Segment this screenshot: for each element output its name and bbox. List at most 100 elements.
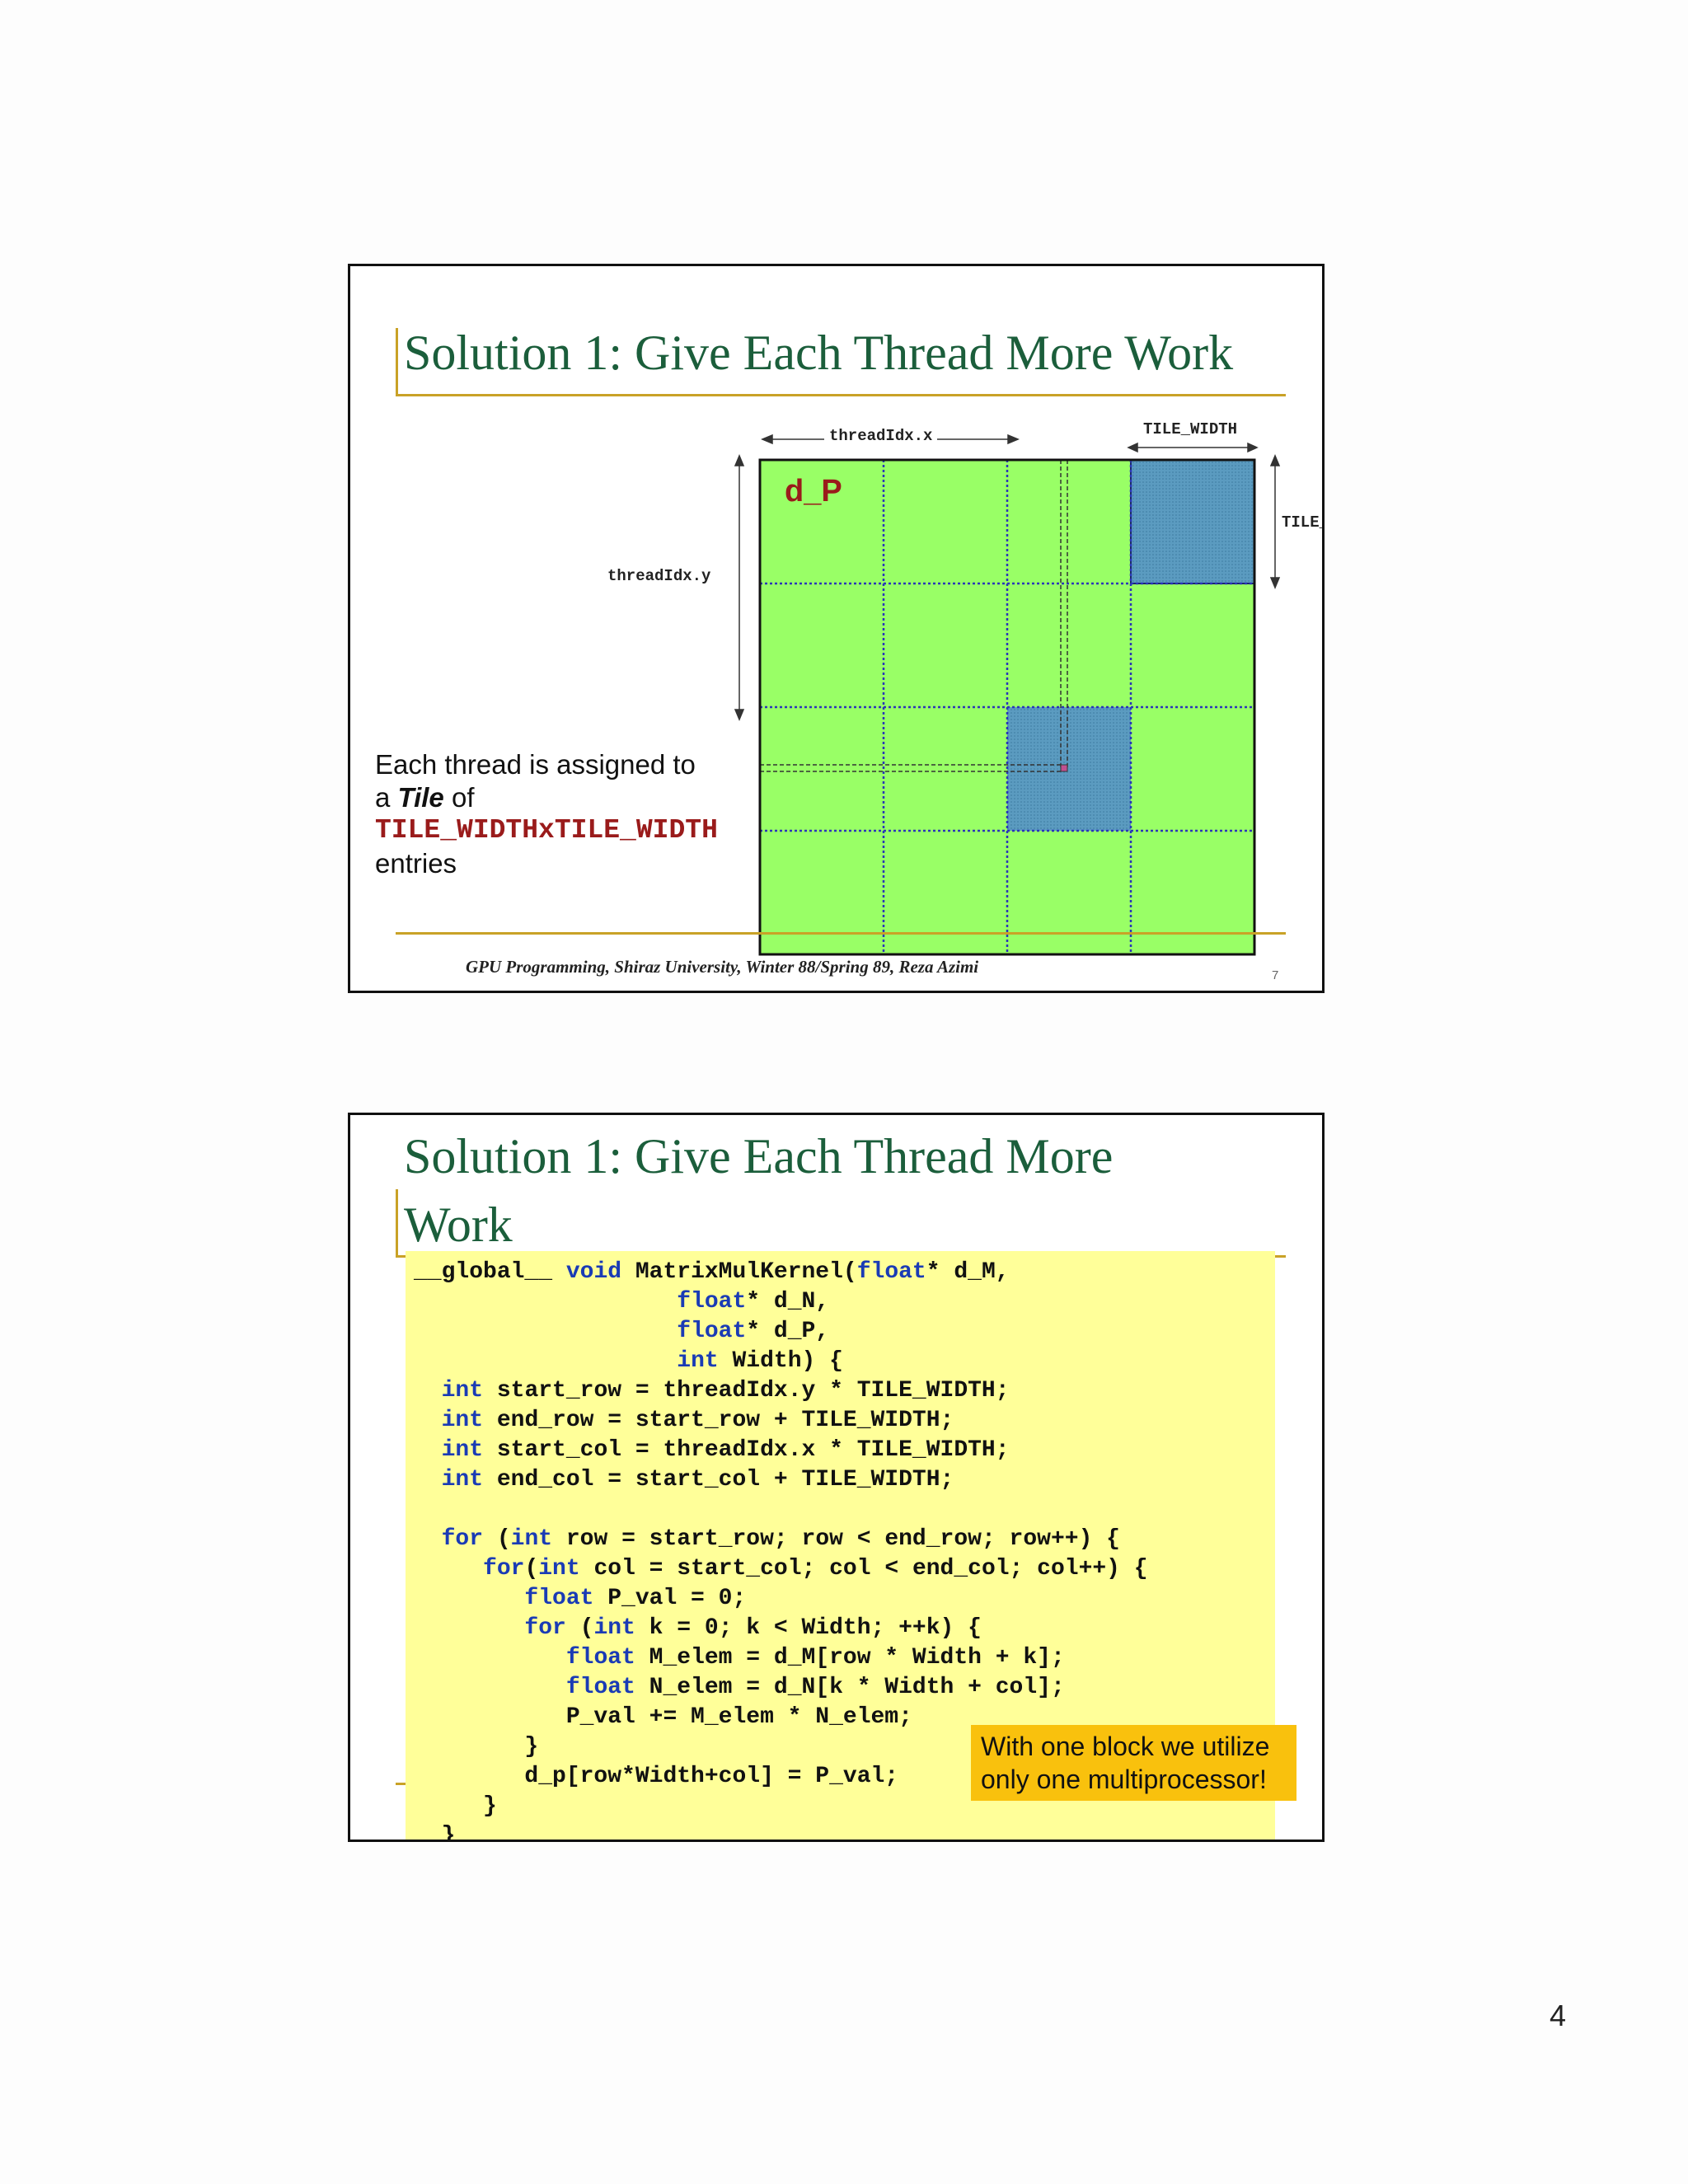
label-tile-width-top: TILE_WIDTH: [1143, 420, 1238, 438]
code-line: for(int col = start_col; col < end_col; …: [414, 1556, 1148, 1582]
code-keyword: float: [565, 1645, 635, 1671]
code-line: int start_col = threadIdx.x * TILE_WIDTH…: [414, 1437, 1010, 1463]
code-keyword: float: [565, 1675, 635, 1700]
slide-2-title-line-2: Work: [404, 1197, 513, 1252]
tile-diagram: [734, 434, 1281, 956]
desc-line-4: entries: [375, 848, 457, 879]
code-keyword: int: [441, 1437, 484, 1463]
code-text: [414, 1319, 677, 1344]
code-line: int start_row = threadIdx.y * TILE_WIDTH…: [414, 1378, 1010, 1404]
desc-suffix: of: [443, 782, 475, 813]
label-thread-idx-y: threadIdx.y: [607, 567, 711, 585]
code-text: [414, 1378, 442, 1404]
code-keyword: int: [441, 1408, 484, 1433]
desc-line-1: Each thread is assigned to: [375, 749, 696, 780]
code-text: Width) {: [718, 1348, 843, 1374]
code-text: __global__: [414, 1259, 566, 1285]
code-text: [414, 1615, 524, 1641]
slide-1-title: Solution 1: Give Each Thread More Work: [404, 326, 1234, 380]
code-keyword: int: [510, 1526, 553, 1552]
title-accent-left: [396, 1189, 398, 1255]
title-accent-left: [396, 328, 398, 394]
grid-lines: [760, 460, 1254, 954]
code-line: for (int k = 0; k < Width; ++k) {: [414, 1615, 982, 1641]
code-keyword: float: [677, 1289, 747, 1315]
code-text: }: [414, 1734, 539, 1760]
code-text: [414, 1675, 566, 1700]
code-keyword: int: [593, 1615, 635, 1641]
desc-line-3: TILE_WIDTHxTILE_WIDTH: [375, 815, 718, 846]
callout-line-2: only one multiprocessor!: [981, 1765, 1267, 1794]
code-text: end_row = start_row + TILE_WIDTH;: [483, 1408, 954, 1433]
label-tile-width-right: TILE_: [1282, 513, 1325, 532]
slide-1-footer: GPU Programming, Shiraz University, Wint…: [466, 957, 979, 977]
tile-middle: [1007, 707, 1131, 831]
code-text: N_elem = d_N[k * Width + col];: [635, 1675, 1065, 1700]
code-line: P_val += M_elem * N_elem;: [414, 1704, 912, 1730]
label-thread-idx-x: threadIdx.x: [824, 427, 938, 445]
code-line: int end_row = start_row + TILE_WIDTH;: [414, 1408, 954, 1433]
code-keyword: float: [524, 1586, 594, 1611]
code-text: [414, 1408, 442, 1433]
code-text: [414, 1526, 442, 1552]
code-keyword: int: [441, 1378, 484, 1404]
code-line: float* d_N,: [414, 1289, 829, 1315]
document-page-number: 4: [1550, 1999, 1567, 2032]
footer-line: [396, 932, 1286, 935]
code-line: __global__ void MatrixMulKernel(float* d…: [414, 1259, 1010, 1285]
code-text: (: [565, 1615, 594, 1641]
code-text: col = start_col; col < end_col; col++) {: [579, 1556, 1148, 1582]
code-text: * d_M,: [926, 1259, 1010, 1285]
code-text: start_col = threadIdx.x * TILE_WIDTH;: [483, 1437, 1010, 1463]
slide-1: Solution 1: Give Each Thread More Work: [348, 264, 1325, 993]
code-keyword: int: [441, 1467, 484, 1493]
thread-element: [1060, 764, 1068, 772]
code-line: float P_val = 0;: [414, 1586, 746, 1611]
code-text: k = 0; k < Width; ++k) {: [635, 1615, 982, 1641]
code-keyword: for: [524, 1615, 566, 1641]
code-line: float N_elem = d_N[k * Width + col];: [414, 1675, 1065, 1700]
code-line: for (int row = start_row; row < end_row;…: [414, 1526, 1120, 1552]
code-text: end_col = start_col + TILE_WIDTH;: [483, 1467, 954, 1493]
code-line: }: [414, 1734, 538, 1760]
code-text: [414, 1289, 677, 1315]
code-line: d_p[row*Width+col] = P_val;: [414, 1764, 898, 1789]
code-text: * d_N,: [746, 1289, 830, 1315]
code-keyword: int: [677, 1348, 719, 1374]
title-accent-bottom: [396, 394, 1286, 396]
tile-top-right: [1130, 459, 1255, 584]
matrix-border: [758, 458, 1256, 956]
code-line: }: [414, 1823, 456, 1840]
code-keyword: float: [677, 1319, 747, 1344]
code-text: }: [414, 1793, 497, 1819]
code-text: MatrixMulKernel(: [621, 1259, 857, 1285]
code-text: (: [524, 1556, 539, 1582]
code-text: [414, 1348, 677, 1374]
code-text: M_elem = d_M[row * Width + k];: [635, 1645, 1065, 1671]
code-line: int Width) {: [414, 1348, 843, 1374]
code-text: (: [483, 1526, 511, 1552]
code-text: P_val += M_elem * N_elem;: [414, 1704, 912, 1730]
desc-tile-word: Tile: [397, 782, 444, 813]
code-text: d_p[row*Width+col] = P_val;: [414, 1764, 899, 1789]
kernel-code: __global__ void MatrixMulKernel(float* d…: [414, 1258, 1148, 1840]
desc-line-2: a Tile of: [375, 781, 718, 814]
desc-prefix: a: [375, 782, 398, 813]
code-block: __global__ void MatrixMulKernel(float* d…: [406, 1251, 1275, 1840]
code-keyword: void: [565, 1259, 622, 1285]
callout-line-1: With one block we utilize: [981, 1732, 1270, 1761]
code-keyword: for: [441, 1526, 484, 1552]
code-keyword: int: [538, 1556, 580, 1582]
tile-description: Each thread is assigned to a Tile of TIL…: [375, 748, 718, 880]
code-text: [414, 1645, 566, 1671]
callout-note: With one block we utilize only one multi…: [971, 1725, 1296, 1801]
slide-2-title-line-1: Solution 1: Give Each Thread More: [404, 1129, 1114, 1183]
code-text: [414, 1556, 483, 1582]
slide-1-page-number: 7: [1272, 968, 1279, 982]
code-keyword: float: [856, 1259, 926, 1285]
thread-indicator-lines: [760, 460, 1068, 772]
code-line: }: [414, 1793, 497, 1819]
code-keyword: for: [483, 1556, 525, 1582]
code-line: int end_col = start_col + TILE_WIDTH;: [414, 1467, 954, 1493]
slide-2: __global__ void MatrixMulKernel(float* d…: [348, 1113, 1325, 1842]
